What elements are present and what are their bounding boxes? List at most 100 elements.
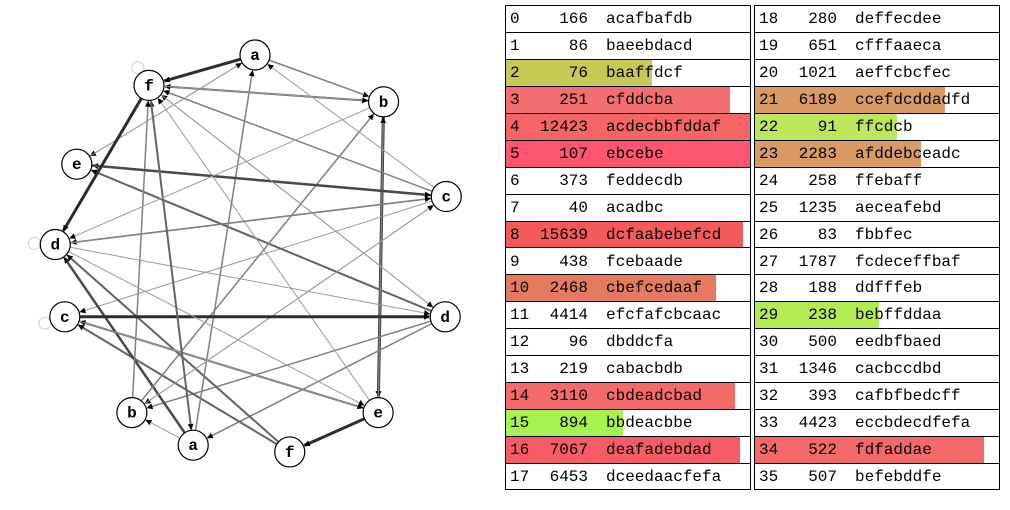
row-highlight-bar	[755, 437, 985, 464]
row-index: 27	[759, 252, 779, 271]
graph-edge	[163, 90, 433, 192]
row-index: 1	[510, 36, 520, 55]
row-sequence: ebcebe	[606, 144, 664, 163]
node-label: d	[50, 237, 60, 255]
row-count: 2468	[549, 279, 588, 298]
graph-edge	[78, 320, 364, 410]
node-label: a	[188, 437, 198, 455]
row-count: 393	[808, 387, 837, 406]
row-count: 373	[559, 171, 588, 190]
row-index: 24	[759, 171, 779, 190]
row-index: 7	[510, 198, 520, 217]
node-circle	[116, 397, 148, 429]
row-index: 30	[759, 333, 779, 352]
row-index: 19	[759, 36, 779, 55]
row-index: 13	[510, 360, 530, 379]
row-count: 1787	[798, 252, 837, 271]
graph-node: a	[239, 39, 271, 71]
node-label: f	[144, 77, 154, 95]
row-sequence: baeebdacd	[606, 36, 693, 55]
graph-edge	[68, 251, 365, 406]
row-count: 86	[568, 36, 588, 55]
table-row: 10 2468 cbefcedaaf	[506, 275, 750, 303]
table-row: 19 651 cfffaaeca	[755, 33, 999, 60]
row-sequence: cfffaaeca	[855, 36, 942, 55]
table-row: 1 86 baeebdacd	[506, 33, 750, 60]
node-circle	[362, 397, 394, 429]
self-loop	[131, 61, 145, 75]
row-index: 11	[510, 306, 530, 325]
row-count: 1346	[798, 360, 837, 379]
node-label: b	[379, 94, 389, 112]
row-count: 251	[559, 90, 588, 109]
row-sequence: cbefcedaaf	[606, 279, 703, 298]
node-label: f	[285, 444, 295, 462]
row-count: 7067	[549, 441, 588, 460]
graph-edge	[160, 94, 434, 308]
row-sequence: cabacbdb	[606, 360, 683, 379]
row-index: 21	[759, 90, 779, 109]
row-count: 166	[559, 10, 588, 28]
row-count: 507	[808, 468, 837, 487]
graph-edge	[70, 196, 431, 244]
row-sequence: bebffddaa	[855, 306, 942, 325]
graph-node: c	[49, 301, 81, 333]
row-count: 438	[559, 252, 588, 271]
graph-edge	[149, 100, 194, 430]
row-count: 500	[808, 333, 837, 352]
graph-edge	[69, 246, 431, 316]
graph-edge	[194, 70, 255, 431]
row-index: 10	[510, 279, 530, 298]
graph-node: e	[61, 148, 93, 180]
row-index: 18	[759, 10, 779, 28]
row-sequence: eccbdecdfefa	[855, 414, 971, 433]
row-sequence: afddebceadc	[855, 144, 961, 163]
row-index: 26	[759, 225, 779, 244]
row-sequence: aeceafebd	[855, 198, 942, 217]
row-sequence: eedbfbaed	[855, 333, 942, 352]
table-row: 30 500 eedbfbaed	[755, 329, 999, 357]
graph-node: f	[274, 436, 306, 468]
row-sequence: dcfaabebefcd	[606, 225, 722, 244]
row-sequence: cbdeadcbad	[606, 387, 703, 406]
row-count: 6453	[549, 468, 588, 487]
row-index: 25	[759, 198, 779, 217]
row-count: 4423	[798, 414, 837, 433]
graph-edge	[131, 100, 151, 398]
node-circle	[61, 148, 93, 180]
row-count: 12423	[539, 117, 588, 136]
row-count: 3110	[549, 387, 588, 406]
row-sequence: deffecdee	[855, 10, 942, 28]
graph-edge	[77, 324, 278, 446]
row-sequence: ccefdcddadfd	[855, 90, 971, 109]
graph-edge	[89, 62, 242, 157]
row-sequence: feddecdb	[606, 171, 683, 190]
graph-edge	[163, 85, 369, 104]
row-index: 22	[759, 117, 779, 136]
row-count: 1235	[798, 198, 837, 217]
row-index: 23	[759, 144, 779, 163]
row-highlight-bar	[506, 140, 750, 167]
row-count: 40	[568, 198, 588, 217]
graph-edge	[377, 117, 387, 398]
row-highlight-bar	[506, 383, 736, 410]
row-index: 35	[759, 468, 779, 487]
row-index: 8	[510, 225, 520, 244]
row-count: 4414	[549, 306, 588, 325]
row-count: 651	[808, 36, 837, 55]
